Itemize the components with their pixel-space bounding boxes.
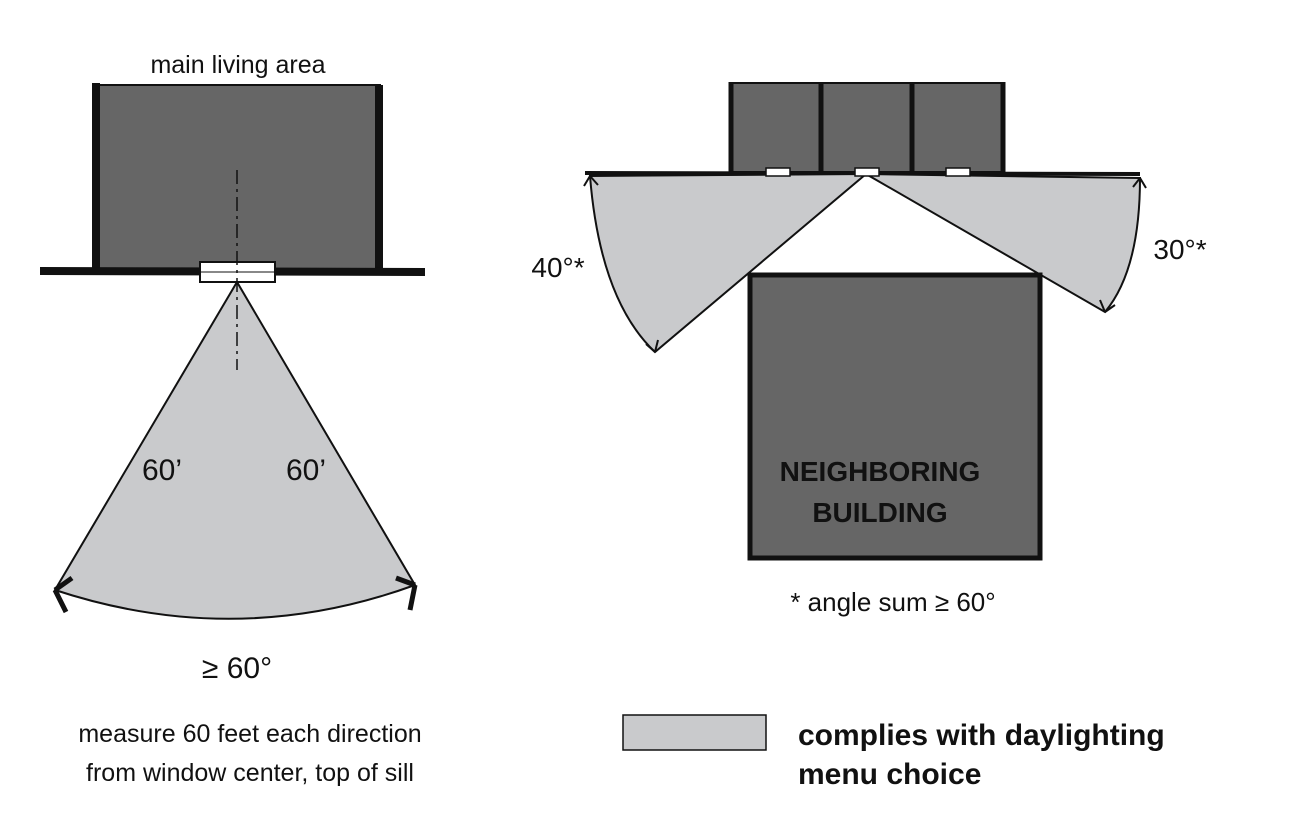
left-angle-label: 40°* xyxy=(531,252,584,283)
right-angle-label: 30°* xyxy=(1153,234,1206,265)
window xyxy=(765,167,791,177)
main-living-area-label: main living area xyxy=(150,51,325,79)
view-wedge-right xyxy=(862,172,1142,314)
window xyxy=(945,167,971,177)
legend-label-line-1: complies with daylighting xyxy=(798,719,1165,752)
view-wedge xyxy=(53,280,417,620)
right-distance-label: 60’ xyxy=(286,454,326,487)
angle-sum-footnote: * angle sum ≥ 60° xyxy=(790,587,995,617)
legend: complies with daylighting menu choice xyxy=(622,714,1165,791)
caption-line-1: measure 60 feet each direction xyxy=(78,720,421,748)
subject-building xyxy=(729,82,1004,173)
legend-swatch xyxy=(622,714,767,751)
neighboring-building xyxy=(747,272,1043,561)
legend-label-line-2: menu choice xyxy=(798,758,981,791)
arrowhead-left xyxy=(52,575,74,614)
left-distance-label: 60’ xyxy=(142,454,182,487)
neighboring-building-label-2: BUILDING xyxy=(812,497,947,528)
arrowhead-right xyxy=(395,575,418,611)
neighboring-building-label-1: NEIGHBORING xyxy=(780,456,981,487)
angle-label: ≥ 60° xyxy=(202,652,272,685)
right-diagram: 40°* 30°* NEIGHBORING BUILDING * angle s… xyxy=(531,82,1207,617)
window xyxy=(854,167,880,177)
left-diagram: main living area 60’ 60’ ≥ 60° measure 6… xyxy=(39,51,426,787)
caption-line-2: from window center, top of sill xyxy=(86,759,414,787)
